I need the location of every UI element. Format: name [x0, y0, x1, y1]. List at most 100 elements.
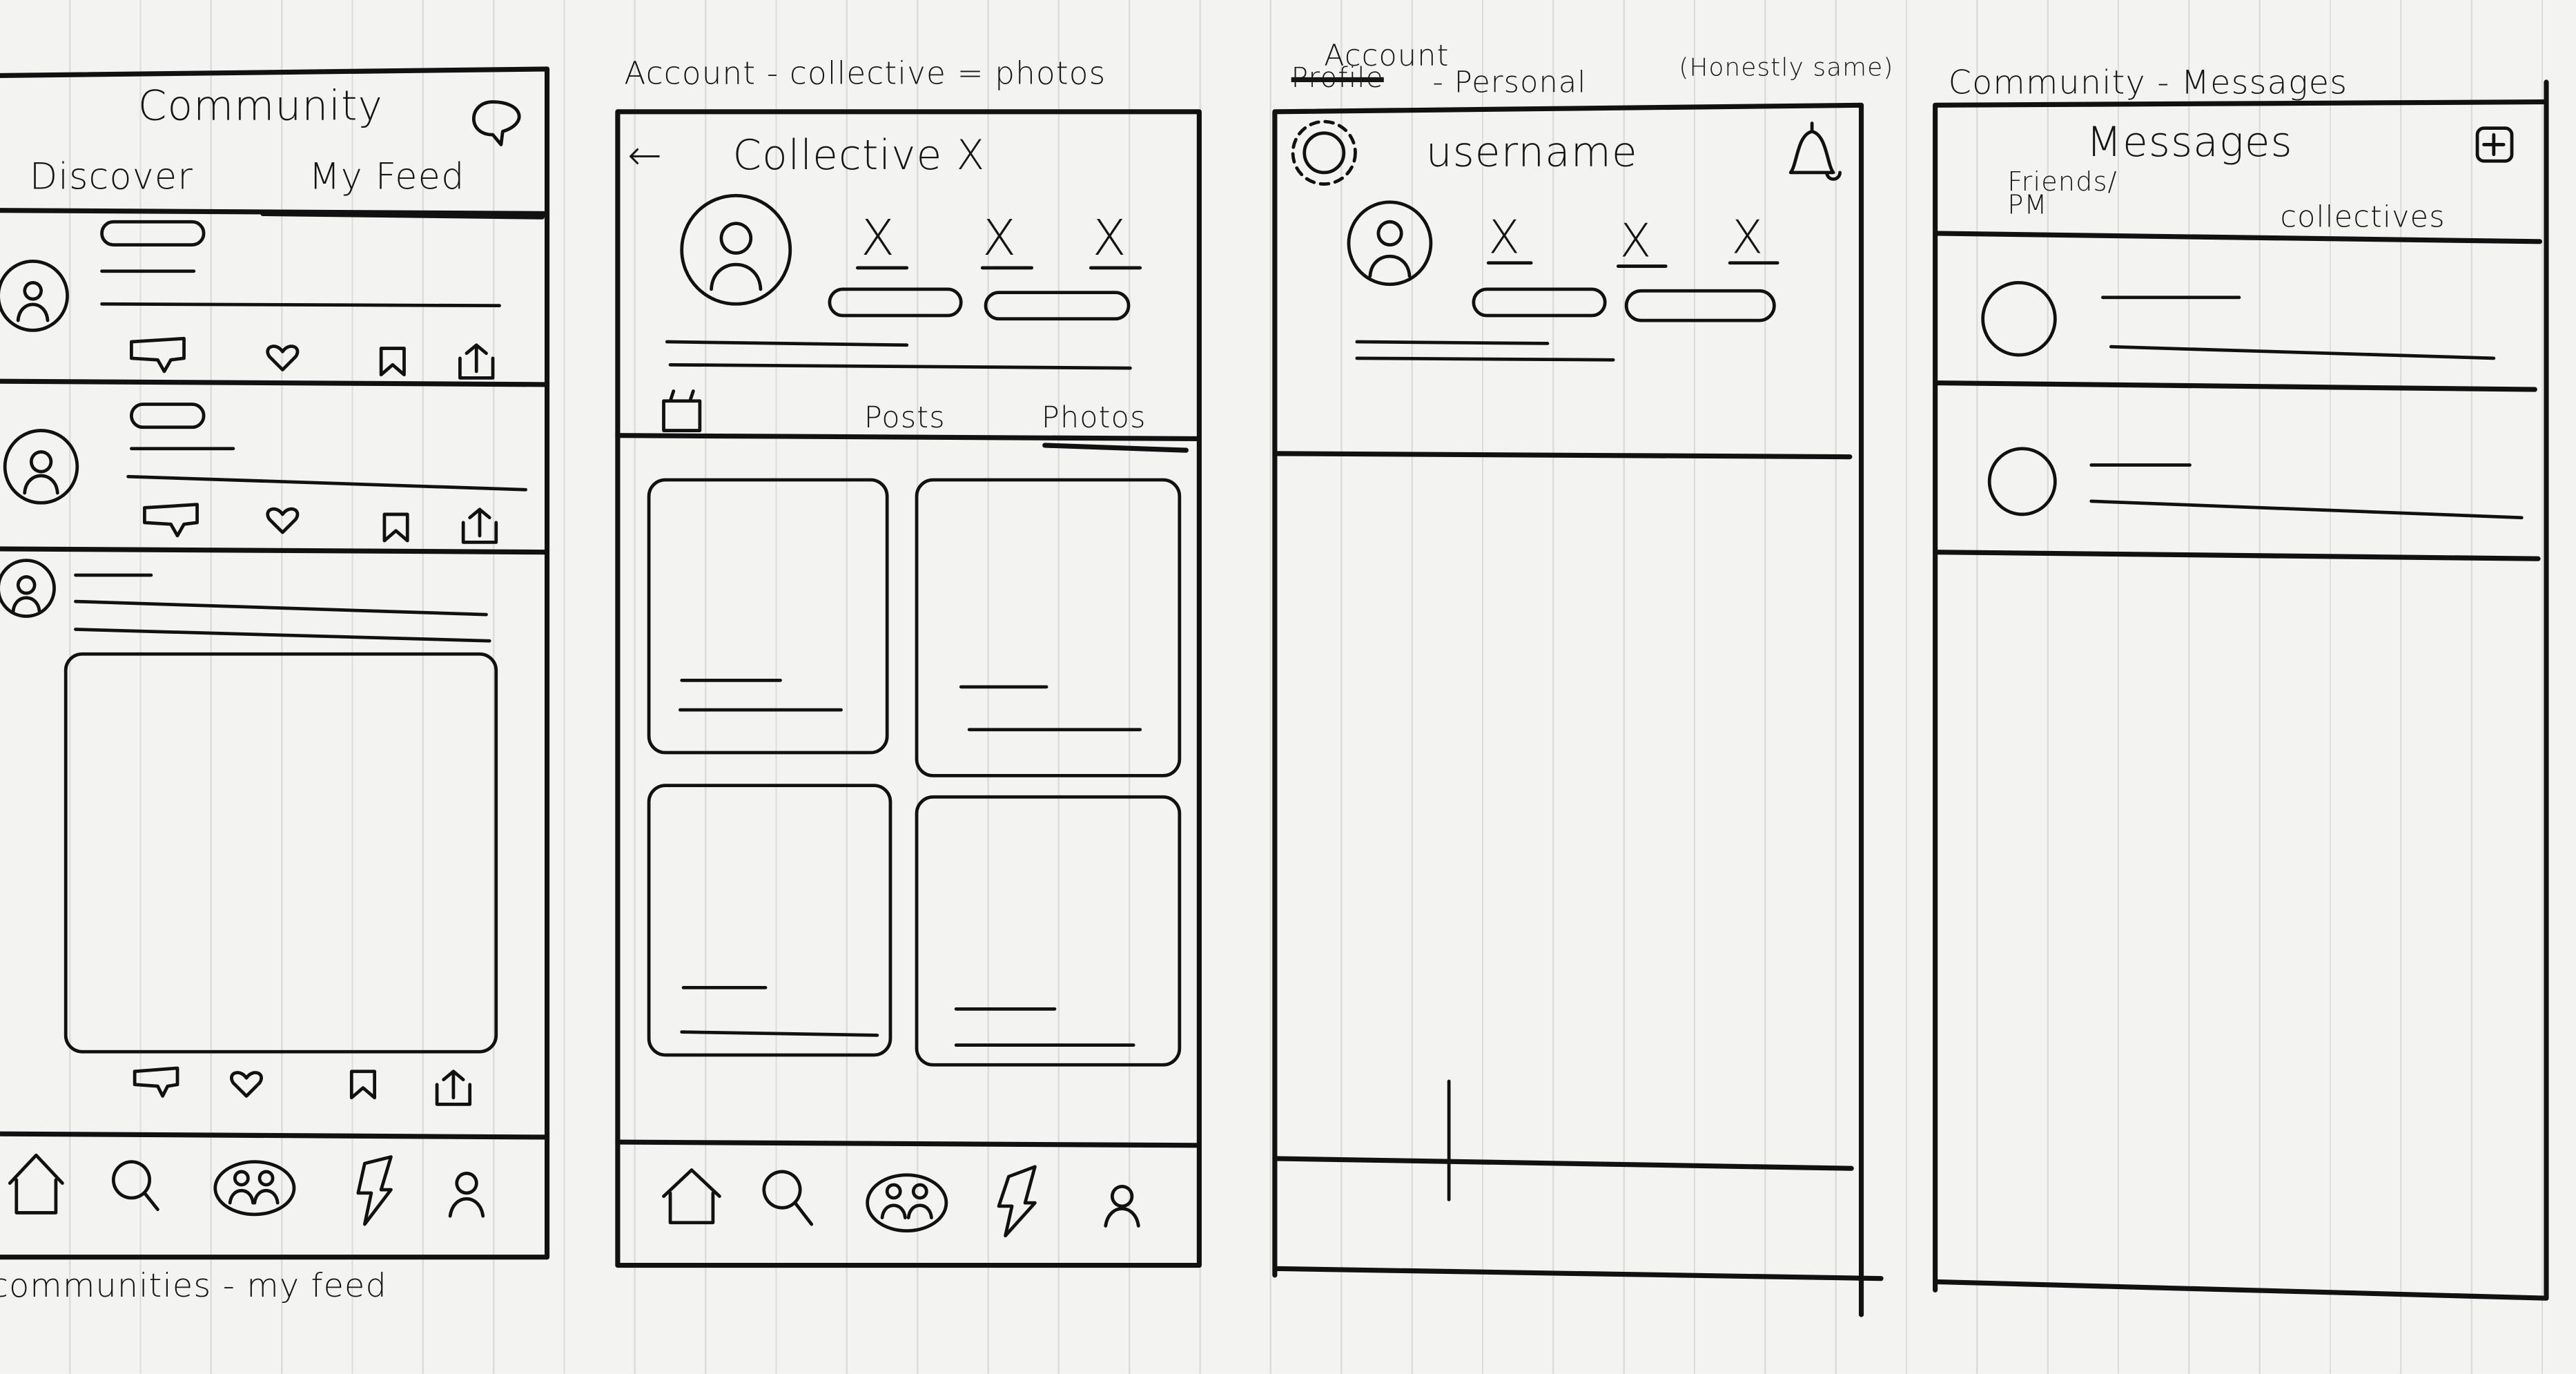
bio-lines — [1355, 340, 1615, 362]
tab-divider — [1933, 231, 2543, 244]
screen-caption: communities - my feed — [0, 1265, 387, 1305]
bio-lines — [665, 340, 1132, 370]
tab-posts[interactable]: Posts — [863, 400, 946, 436]
heart-icon[interactable] — [266, 345, 300, 371]
stat-underlines — [1486, 261, 1779, 268]
message-row[interactable] — [1987, 447, 2524, 520]
post-3[interactable] — [0, 559, 498, 1106]
stat-value: X — [1092, 210, 1127, 268]
profile-icon[interactable] — [1104, 1184, 1140, 1228]
gear-icon[interactable] — [1291, 119, 1357, 186]
share-icon[interactable] — [461, 507, 498, 544]
avatar — [3, 429, 79, 505]
avatar — [1987, 447, 2057, 516]
photo-card[interactable] — [647, 478, 889, 755]
avatar — [0, 260, 69, 332]
text-line — [2101, 296, 2496, 360]
screen-caption: Account - collective = photos — [624, 55, 1106, 93]
active-tab-indicator — [260, 211, 545, 220]
row-divider — [1933, 550, 2541, 561]
bookmark-icon[interactable] — [379, 347, 406, 377]
person-glyph — [1368, 220, 1412, 278]
tab-friends-pm[interactable]: Friends/ PM — [2007, 166, 2118, 220]
page-title: Messages — [2086, 118, 2293, 166]
page-title: username — [1425, 128, 1638, 176]
comment-icon[interactable] — [143, 503, 199, 538]
screen-community-feed — [0, 66, 550, 1260]
tab-divider — [615, 433, 1202, 442]
nav-divider — [615, 1139, 1202, 1148]
camera-tab-icon[interactable] — [662, 389, 702, 432]
active-tab-indicator — [1042, 443, 1189, 453]
caption-lines — [959, 685, 1142, 732]
bookmark-icon[interactable] — [349, 1070, 377, 1100]
bookmark-icon[interactable] — [382, 512, 409, 543]
name-pill — [100, 220, 206, 247]
profile-icon[interactable] — [448, 1171, 485, 1218]
person-glyph — [11, 575, 41, 613]
share-icon[interactable] — [458, 343, 495, 380]
screen-personal-account — [1272, 102, 1884, 1317]
caption-lines — [678, 678, 843, 712]
chat-bubble-icon[interactable] — [471, 100, 521, 146]
post-1[interactable] — [0, 220, 501, 380]
photo-card[interactable] — [647, 784, 892, 1057]
caption-struck-word: Profile — [1291, 62, 1384, 96]
heart-icon[interactable] — [230, 1071, 263, 1098]
comment-icon[interactable] — [130, 336, 186, 374]
tab-collectives[interactable]: collectives — [2280, 200, 2446, 235]
search-icon[interactable] — [762, 1170, 814, 1226]
tab-my-feed[interactable]: My Feed — [309, 157, 465, 199]
page-title: Collective X — [732, 131, 986, 180]
stat-pill[interactable] — [1472, 287, 1607, 318]
stat-pill[interactable] — [984, 291, 1131, 321]
plus-square-icon[interactable] — [2475, 126, 2514, 163]
tab-discover[interactable]: Discover — [29, 157, 194, 199]
community-icon[interactable] — [213, 1160, 296, 1217]
page-title: Community — [137, 82, 384, 130]
stat-value: X — [982, 210, 1017, 268]
content-divider — [1272, 451, 1853, 460]
share-icon[interactable] — [435, 1070, 472, 1106]
collective-avatar — [680, 193, 792, 306]
community-icon[interactable] — [866, 1173, 948, 1233]
text-line — [74, 573, 491, 643]
comment-icon[interactable] — [133, 1066, 179, 1098]
screen-caption: - Personal — [1432, 66, 1587, 101]
home-icon[interactable] — [662, 1168, 721, 1225]
photo-card[interactable] — [915, 478, 1182, 777]
stat-value: X — [861, 210, 896, 268]
text-line — [2089, 463, 2524, 520]
tab-photos[interactable]: Photos — [1041, 400, 1146, 436]
message-row[interactable] — [1981, 280, 2496, 360]
stat-value: X — [1731, 210, 1764, 265]
post-2[interactable] — [3, 403, 527, 544]
person-glyph — [23, 450, 59, 495]
plus-glyph — [2482, 133, 2506, 157]
heart-icon[interactable] — [266, 507, 300, 534]
bell-icon[interactable] — [1788, 122, 1842, 181]
row-divider — [1933, 380, 2537, 392]
stat-pill[interactable] — [1624, 289, 1776, 322]
image-placeholder — [64, 652, 498, 1054]
post-divider — [0, 546, 550, 555]
home-icon[interactable] — [8, 1153, 64, 1215]
photo-card[interactable] — [915, 795, 1182, 1067]
screen-caption: Community - Messages — [1948, 62, 2348, 102]
caption-lines — [680, 986, 879, 1037]
text-line — [100, 269, 501, 308]
back-button[interactable]: ← — [627, 131, 663, 180]
stat-value: X — [1488, 210, 1521, 265]
bolt-icon[interactable] — [356, 1155, 393, 1226]
screen-messages — [1933, 79, 2549, 1301]
search-icon[interactable] — [111, 1160, 159, 1212]
person-glyph — [16, 280, 50, 322]
post-divider — [0, 378, 550, 387]
nav-divider — [1272, 1156, 1854, 1171]
stat-pill[interactable] — [828, 287, 963, 318]
bottom-nav — [662, 1165, 1140, 1238]
name-pill — [130, 403, 206, 429]
frame — [0, 66, 550, 1260]
bolt-icon[interactable] — [997, 1165, 1037, 1238]
